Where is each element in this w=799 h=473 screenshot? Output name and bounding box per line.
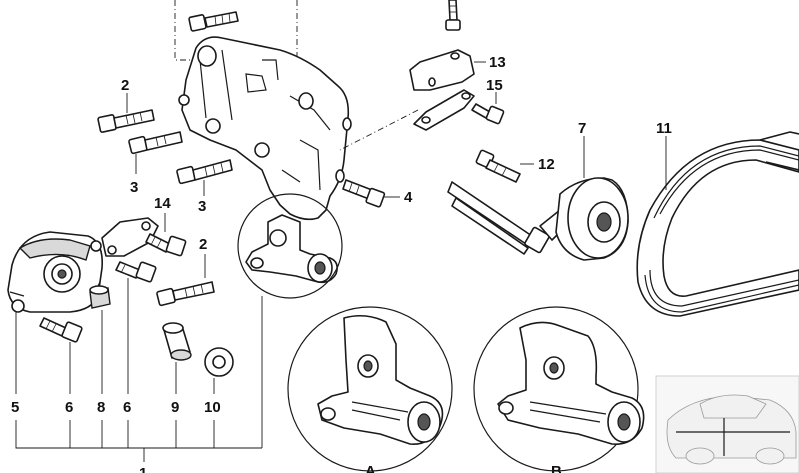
bolt-12 — [475, 149, 521, 183]
bolt-2-upper — [97, 94, 190, 133]
callout-14: 14 — [154, 195, 171, 212]
callout-6-left: 6 — [65, 399, 73, 416]
group-bracket-1 — [15, 420, 262, 462]
tensioner — [7, 231, 104, 313]
callout-6-middle: 6 — [123, 399, 131, 416]
bushing-8 — [89, 285, 111, 309]
callout-12: 12 — [538, 156, 555, 173]
callout-8: 8 — [97, 399, 105, 416]
callout-3-right: 3 — [198, 198, 206, 215]
callout-11: 11 — [656, 120, 672, 137]
bolt-3-left — [128, 131, 183, 155]
callout-2-lower: 2 — [199, 236, 207, 253]
bracket-13 — [409, 0, 475, 131]
bolt-6-left — [39, 317, 83, 343]
detail-label-a: A — [365, 463, 376, 473]
bolt-6-middle — [115, 261, 157, 283]
bolt-3-right — [176, 159, 233, 185]
detail-a — [287, 306, 453, 472]
bolt-4 — [342, 179, 386, 208]
callout-10: 10 — [204, 399, 221, 416]
callout-3-left: 3 — [130, 179, 138, 196]
sleeve-9 — [162, 322, 192, 361]
washer-10 — [204, 347, 234, 377]
callout-13: 13 — [489, 54, 506, 71]
detail-b — [473, 306, 645, 472]
idler-pulley-7 — [447, 177, 629, 261]
ribbed-belt-11 — [636, 131, 799, 317]
car-thumbnail — [655, 375, 799, 473]
callout-5: 5 — [11, 399, 19, 416]
callout-15: 15 — [486, 77, 503, 94]
bolt-14 — [145, 233, 187, 257]
callout-7: 7 — [578, 120, 586, 137]
callout-9: 9 — [171, 399, 179, 416]
detail-label-b: B — [551, 463, 562, 473]
top-bolt — [174, 0, 298, 73]
main-bracket — [181, 36, 352, 284]
bolt-15 — [471, 103, 505, 125]
magnify-circle — [237, 193, 343, 299]
gasket-plate — [101, 217, 159, 257]
callout-1: 1 — [139, 465, 147, 473]
callout-4: 4 — [404, 189, 413, 206]
bolt-2-lower — [156, 281, 215, 307]
callout-2-upper: 2 — [121, 77, 129, 94]
